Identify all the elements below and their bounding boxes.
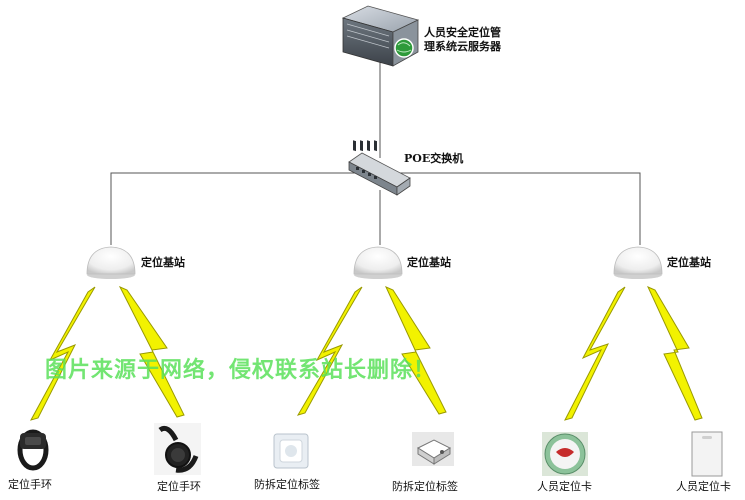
- wristband-device-1-icon: [17, 429, 49, 471]
- globe-icon: [394, 38, 414, 58]
- tamper-tag-2-icon: [412, 432, 454, 466]
- station-label-2: 定位基站: [407, 256, 451, 269]
- personnel-card-2-icon: [691, 431, 723, 477]
- wireless-signals: [29, 285, 703, 421]
- lightning-icon: [647, 286, 703, 421]
- lightning-icon: [118, 285, 185, 418]
- cloud-server: [341, 5, 420, 152]
- station-label-1: 定位基站: [141, 256, 185, 269]
- watermark-text: 图片来源于网络，侵权联系站长删除！: [45, 358, 437, 383]
- tamper-tag-1-icon: [273, 433, 309, 469]
- lightning-icon: [296, 286, 363, 416]
- lightning-icon: [385, 286, 447, 415]
- lightning-icon: [564, 286, 626, 421]
- device-label-6: 人员定位卡: [676, 480, 731, 493]
- switch-label: POE交换机: [404, 152, 464, 165]
- personnel-card-1-icon: [542, 432, 588, 476]
- server-label-line2: 理系统云服务器: [424, 40, 501, 53]
- device-label-5: 人员定位卡: [537, 480, 592, 493]
- device-label-4: 防拆定位标签: [392, 480, 458, 493]
- device-label-3: 防拆定位标签: [254, 478, 320, 491]
- server-label-line1: 人员安全定位管: [424, 26, 501, 39]
- base-station-1-icon: [86, 246, 136, 279]
- base-station-2-icon: [353, 246, 403, 279]
- base-station-3-icon: [613, 246, 663, 279]
- lightning-icon: [29, 286, 96, 421]
- device-label-1: 定位手环: [8, 478, 52, 491]
- wristband-device-2-icon: [154, 423, 201, 475]
- poe-switch-icon: [348, 152, 411, 196]
- connection-lines: [110, 60, 641, 245]
- station-label-3: 定位基站: [667, 256, 711, 269]
- device-label-2: 定位手环: [157, 480, 201, 493]
